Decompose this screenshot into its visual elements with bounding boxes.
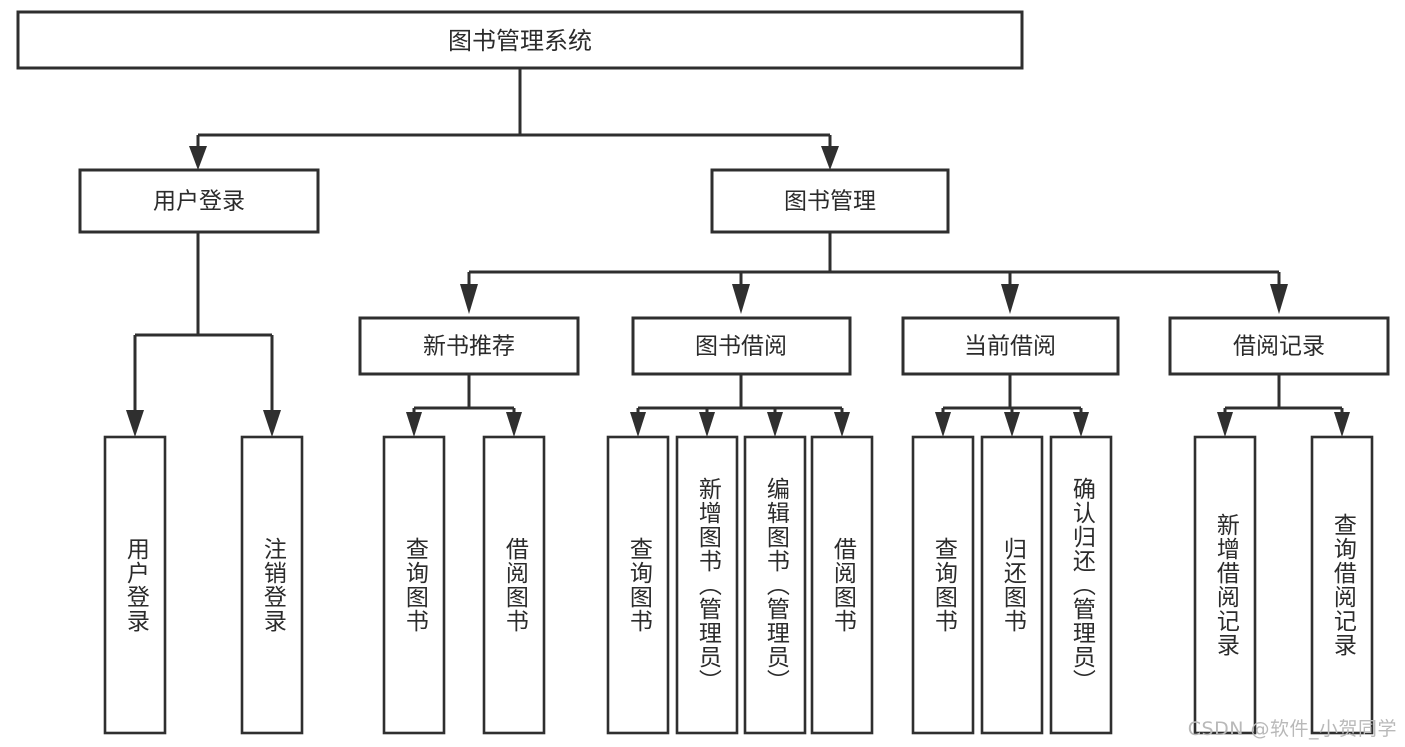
- csdn-watermark: CSDN @软件_小贺同学: [1187, 718, 1397, 740]
- arrowhead-leaf-query-book-1: [406, 412, 422, 437]
- node-leaf-borrow-book-2[interactable]: [810, 435, 874, 735]
- arrowhead-leaf-user-logout: [263, 410, 281, 437]
- node-current-borrow-label: 当前借阅: [964, 334, 1056, 360]
- node-leaf-user-logout[interactable]: [240, 435, 304, 735]
- arrowhead-user-login: [189, 146, 207, 170]
- arrowhead-book-borrow: [732, 284, 750, 314]
- node-book-management[interactable]: [710, 168, 950, 234]
- arrowhead-new-book-recommend: [460, 284, 478, 314]
- edge-layer: [126, 68, 1350, 437]
- node-leaf-add-record[interactable]: [1193, 435, 1257, 735]
- arrowhead-leaf-add-book: [699, 412, 715, 437]
- arrowhead-leaf-query-book-2: [630, 412, 646, 437]
- node-leaf-query-book-1[interactable]: [382, 435, 446, 735]
- arrowhead-leaf-add-record: [1217, 412, 1233, 437]
- node-leaf-edit-book[interactable]: [743, 435, 807, 735]
- node-root-label: 图书管理系统: [448, 27, 592, 55]
- node-book-management-label: 图书管理: [784, 189, 876, 215]
- node-book-borrow[interactable]: [631, 316, 852, 376]
- arrowhead-leaf-user-login: [126, 410, 144, 437]
- node-leaf-user-login[interactable]: [103, 435, 167, 735]
- node-book-borrow-label: 图书借阅: [695, 334, 787, 360]
- node-leaf-add-book[interactable]: [675, 435, 739, 735]
- arrowhead-book-management: [821, 146, 839, 170]
- node-leaf-query-record[interactable]: [1310, 435, 1374, 735]
- arrowhead-leaf-query-record: [1334, 412, 1350, 437]
- node-borrow-record[interactable]: [1168, 316, 1390, 376]
- node-leaf-borrow-book-1[interactable]: [482, 435, 546, 735]
- node-leaf-return-book[interactable]: [980, 435, 1044, 735]
- arrowhead-leaf-borrow-book-2: [834, 412, 850, 437]
- node-leaf-confirm-return[interactable]: [1049, 435, 1113, 735]
- node-user-login[interactable]: [78, 168, 320, 234]
- arrowhead-leaf-confirm-return: [1073, 412, 1089, 437]
- arrowhead-leaf-borrow-book-1: [506, 412, 522, 437]
- node-current-borrow[interactable]: [901, 316, 1120, 376]
- arrowhead-current-borrow: [1001, 284, 1019, 314]
- arrowhead-leaf-edit-book: [767, 412, 783, 437]
- node-leaf-query-book-3[interactable]: [911, 435, 975, 735]
- node-leaf-query-book-2[interactable]: [606, 435, 670, 735]
- arrowhead-leaf-return-book: [1004, 412, 1020, 437]
- node-new-book-recommend[interactable]: [358, 316, 580, 376]
- arrowhead-borrow-record: [1270, 284, 1288, 314]
- arrowhead-leaf-query-book-3: [935, 412, 951, 437]
- node-user-login-label: 用户登录: [153, 189, 245, 215]
- node-root[interactable]: [16, 10, 1024, 70]
- node-layer: 图书管理系统 用户登录 图书管理 新书推荐 图书借阅 当前借阅 借阅记录: [16, 10, 1390, 735]
- node-new-book-recommend-label: 新书推荐: [423, 334, 515, 360]
- node-borrow-record-label: 借阅记录: [1233, 334, 1325, 360]
